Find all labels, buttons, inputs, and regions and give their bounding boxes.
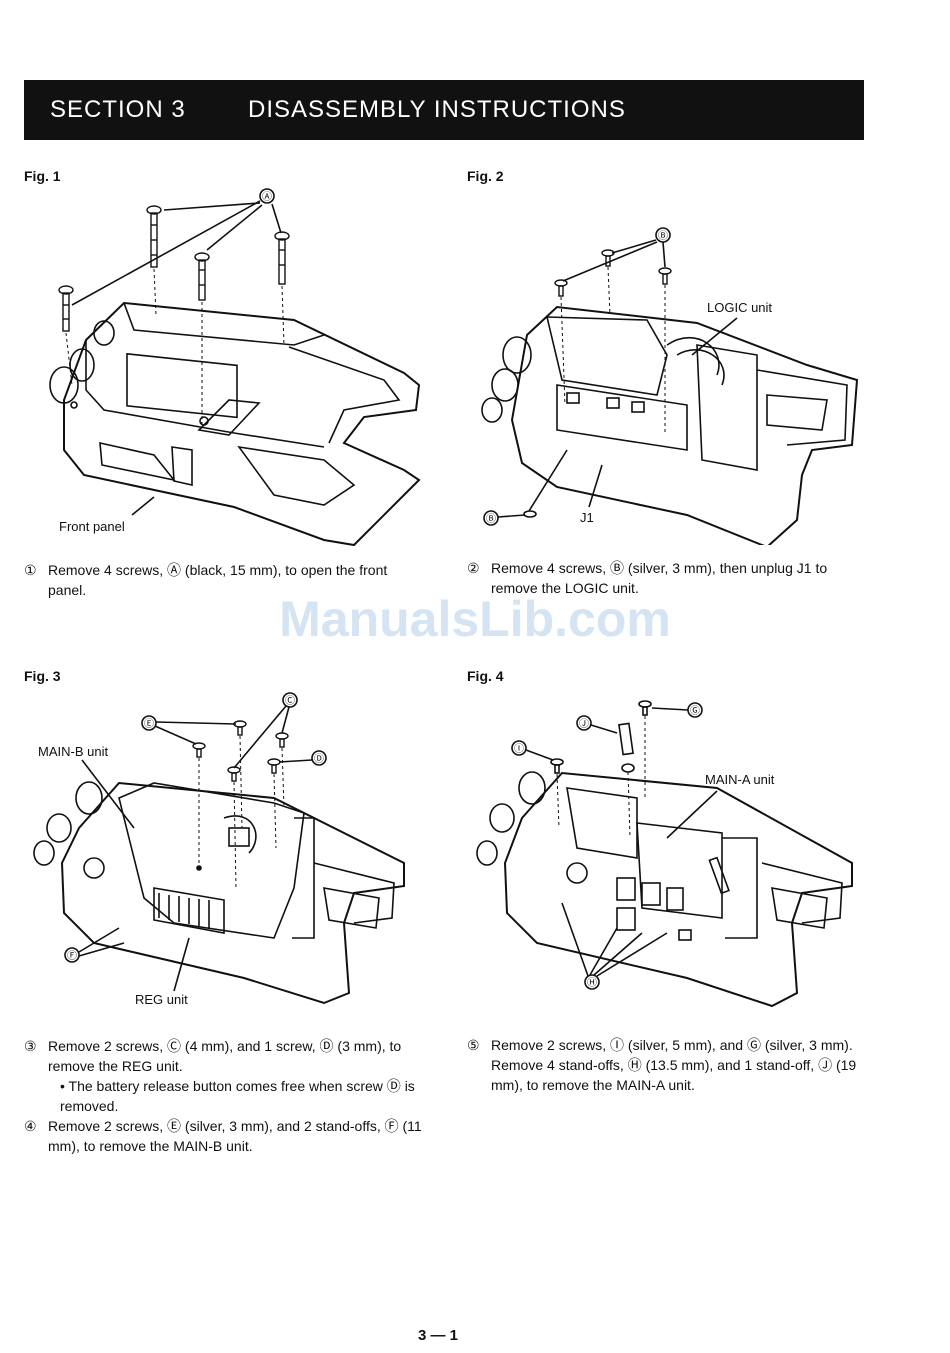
fig2-callout-b-top: Ⓑ (658, 230, 668, 242)
fig4-callout-i: Ⓘ (514, 743, 524, 755)
step-5-number: ⑤ (467, 1037, 480, 1053)
fig2-instruction: ② Remove 4 screws, Ⓑ (silver, 3 mm), the… (467, 558, 867, 598)
fig2-callout-j1: J1 (580, 510, 594, 525)
section-number: SECTION 3 (50, 96, 186, 123)
step-4-text: Remove 2 screws, Ⓔ (silver, 3 mm), and 2… (48, 1118, 422, 1154)
step-5-text: Remove 2 screws, Ⓘ (silver, 5 mm), and Ⓖ… (491, 1037, 853, 1053)
step-3-text: Remove 2 screws, Ⓒ (4 mm), and 1 screw, … (48, 1038, 402, 1074)
fig3-callout-c: Ⓒ (285, 695, 295, 707)
step-3-number: ③ (24, 1038, 37, 1054)
fig3-callout-d: Ⓓ (314, 753, 324, 765)
fig1-drawing: Ⓐ (24, 185, 434, 555)
fig2-label: Fig. 2 (467, 168, 504, 184)
step-4-number: ④ (24, 1118, 37, 1134)
fig4-drawing: Ⓖ Ⓙ Ⓘ MAIN-A unit Ⓗ (467, 688, 867, 1018)
step-3-note: • The battery release button comes free … (60, 1078, 415, 1114)
fig1-instruction: ① Remove 4 screws, Ⓐ (black, 15 mm), to … (24, 560, 429, 600)
watermark: ManualsLib.com (279, 591, 671, 647)
fig4-label: Fig. 4 (467, 668, 504, 684)
fig1-callout-front-panel: Front panel (59, 519, 125, 534)
page-number: 3 — 1 (418, 1327, 459, 1344)
section-header: SECTION 3 DISASSEMBLY INSTRUCTIONS (24, 80, 864, 140)
step-2-number: ② (467, 560, 480, 576)
step-1-text: Remove 4 screws, Ⓐ (black, 15 mm), to op… (48, 562, 388, 598)
fig3-instructions: ③ Remove 2 screws, Ⓒ (4 mm), and 1 screw… (24, 1036, 429, 1156)
step-2-text: Remove 4 screws, Ⓑ (silver, 3 mm), then … (491, 560, 828, 596)
fig3-drawing: Ⓒ Ⓔ Ⓓ MAIN-B unit (24, 688, 424, 1018)
step-1-number: ① (24, 562, 37, 578)
section-title: DISASSEMBLY INSTRUCTIONS (248, 96, 626, 123)
fig2-callout-logic-unit: LOGIC unit (707, 300, 772, 315)
fig2-callout-b-bottom: Ⓑ (486, 513, 496, 525)
fig1-label: Fig. 1 (24, 168, 61, 184)
fig4-callout-g: Ⓖ (690, 705, 700, 717)
fig4-callout-main-a: MAIN-A unit (705, 772, 775, 787)
fig4-callout-h: Ⓗ (587, 977, 597, 989)
fig1-callout-a: Ⓐ (262, 191, 272, 203)
fig3-callout-reg: REG unit (135, 992, 188, 1007)
fig3-callout-e: Ⓔ (144, 718, 154, 730)
fig4-callout-j: Ⓙ (579, 718, 589, 730)
fig3-callout-main-b: MAIN-B unit (38, 744, 108, 759)
step-5-text-continued: Remove 4 stand-offs, Ⓗ (13.5 mm), and 1 … (491, 1057, 857, 1093)
fig3-label: Fig. 3 (24, 668, 61, 684)
fig4-instruction: ⑤ Remove 2 screws, Ⓘ (silver, 5 mm), and… (467, 1035, 867, 1095)
fig2-drawing: Ⓑ LOGIC unit Ⓑ (467, 225, 867, 545)
fig3-callout-f: Ⓕ (67, 950, 77, 962)
